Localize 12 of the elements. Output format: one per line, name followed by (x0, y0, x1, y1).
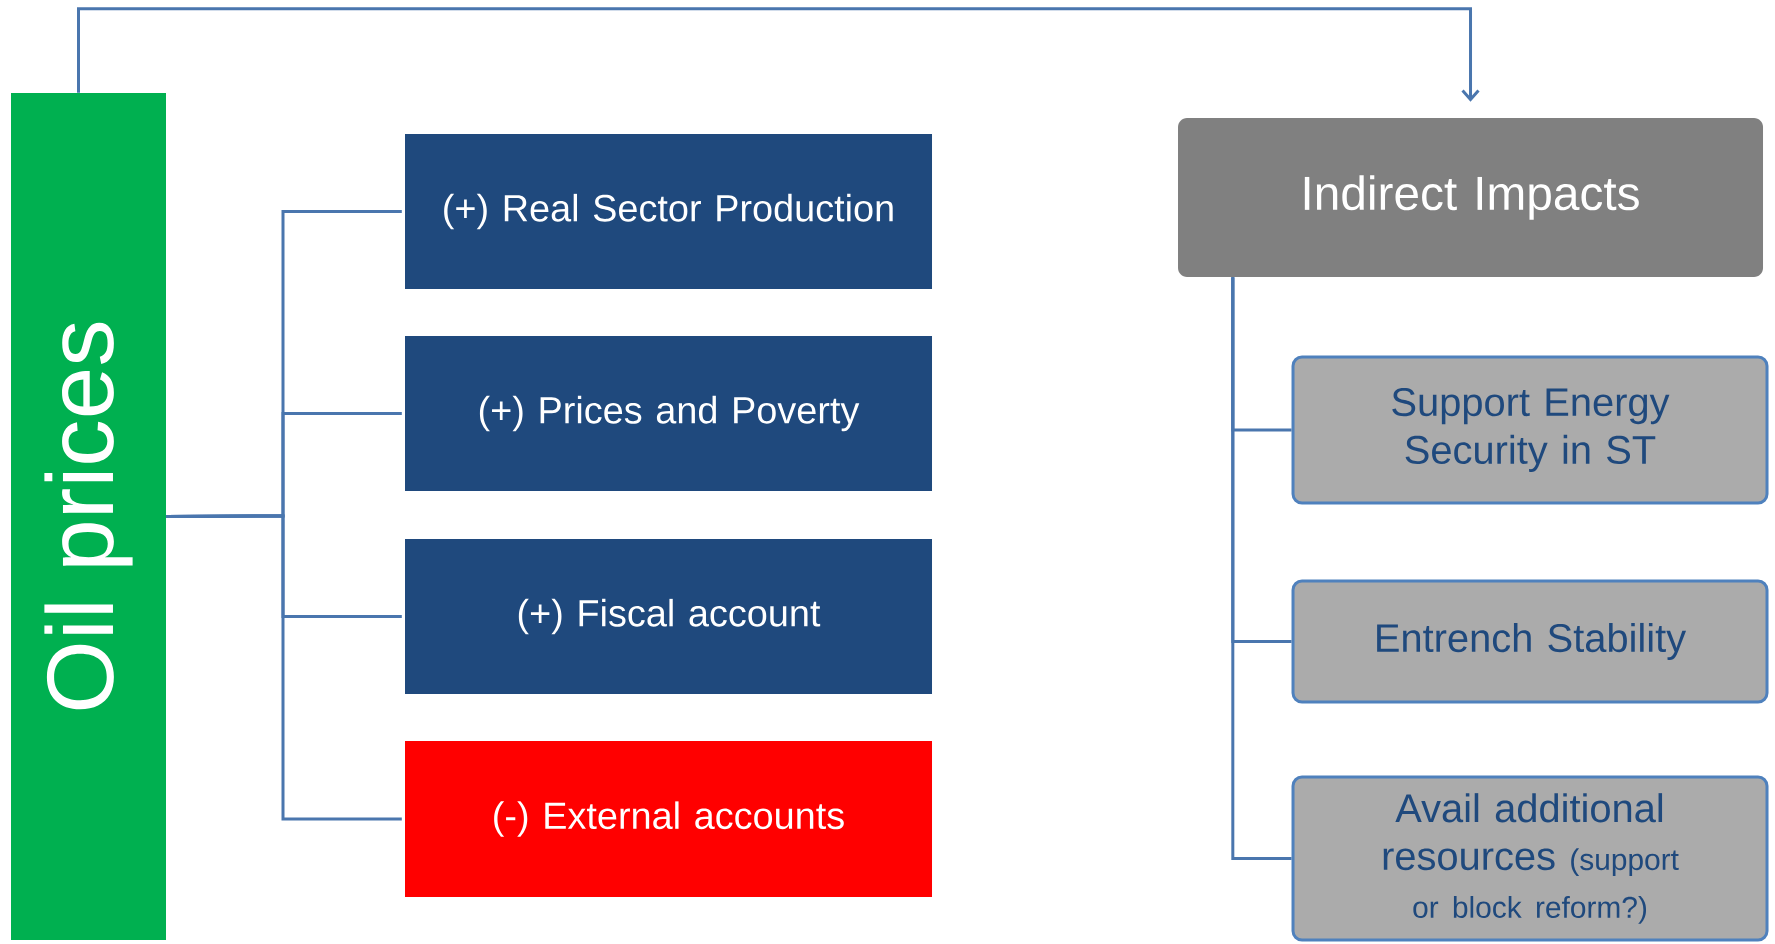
header-box: Indirect Impacts (1178, 118, 1763, 277)
impact-box: Support Energy Security in ST (1291, 355, 1769, 505)
connector-line (1231, 277, 1292, 860)
effect-box: (+) Real Sector Production (405, 134, 932, 289)
effect-box: (+) Fiscal account (405, 539, 932, 694)
effect-box: (-) External accounts (405, 741, 932, 897)
vertical-label-bar: Oil prices (11, 93, 166, 940)
connector-line (166, 514, 402, 821)
impact-box: Entrench Stability (1291, 579, 1769, 704)
connector-line (77, 7, 1480, 102)
impact-box: Avail additional resources (support or block reform?) (1291, 775, 1769, 942)
effect-box: (+) Prices and Poverty (405, 336, 932, 491)
